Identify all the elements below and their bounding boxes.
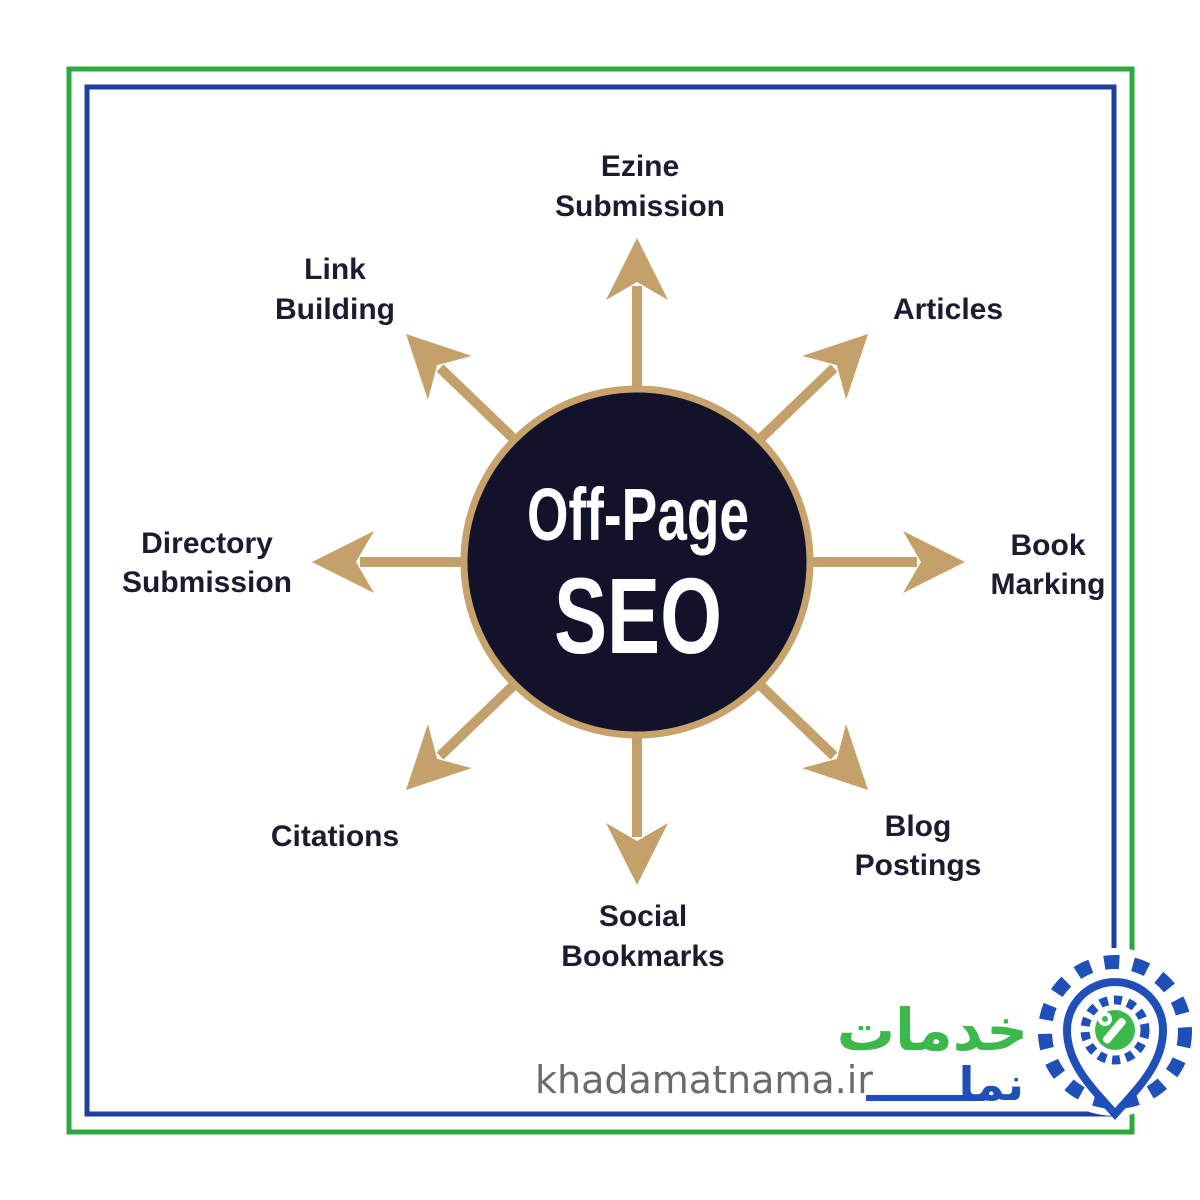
logo-brand-line2: نما [959, 1057, 1024, 1111]
arrow-directory-submission [312, 531, 466, 593]
node-label-line: Citations [271, 820, 399, 853]
node-label-line: Ezine [601, 150, 679, 183]
node-label-line: Book [1011, 529, 1086, 562]
node-label-line: Submission [122, 566, 292, 599]
hub-circle [460, 385, 814, 739]
node-label-line: Submission [555, 190, 725, 223]
node-directory-submission: Directory Submission [122, 527, 292, 599]
outer-green-frame [66, 66, 1135, 1135]
brand-logo: khadamatnama.ir خدمات نما [535, 948, 1199, 1121]
node-label-line: Building [275, 293, 395, 326]
node-book-marking: Book Marking [990, 529, 1105, 601]
hub-title-line1: Off-Page [527, 473, 749, 556]
node-label-line: Link [304, 253, 366, 286]
arrow-social-bookmarks [606, 734, 668, 885]
node-label-line: Marking [990, 568, 1105, 601]
node-label-line: Bookmarks [561, 940, 724, 973]
node-articles: Articles [893, 293, 1003, 326]
hub-title-line2: SEO [554, 555, 722, 676]
logo-url-text: khadamatnama.ir [535, 1058, 873, 1102]
arrow-citations [406, 679, 520, 790]
arrow-ezine-submission [606, 238, 668, 390]
hub-node: Off-Page SEO [460, 385, 814, 739]
node-label-line: Directory [141, 527, 273, 560]
node-ezine-submission: Ezine Submission [555, 150, 725, 223]
node-link-building: Link Building [275, 253, 395, 326]
location-pin-gear-icon [1031, 948, 1199, 1121]
node-blog-postings: Blog Postings [855, 810, 982, 882]
node-label-line: Postings [855, 849, 982, 882]
arrow-book-marking [808, 531, 965, 593]
arrow-blog-postings [754, 679, 868, 790]
inner-blue-frame [84, 84, 1117, 1117]
node-social-bookmarks: Social Bookmarks [561, 900, 724, 973]
arrow-articles [754, 334, 868, 445]
node-label-line: Social [599, 900, 687, 933]
node-label-line: Blog [885, 810, 952, 843]
logo-brand-line1: خدمات [837, 996, 1028, 1064]
node-label-line: Articles [893, 293, 1003, 326]
node-citations: Citations [271, 820, 399, 853]
arrow-link-building [406, 334, 520, 445]
